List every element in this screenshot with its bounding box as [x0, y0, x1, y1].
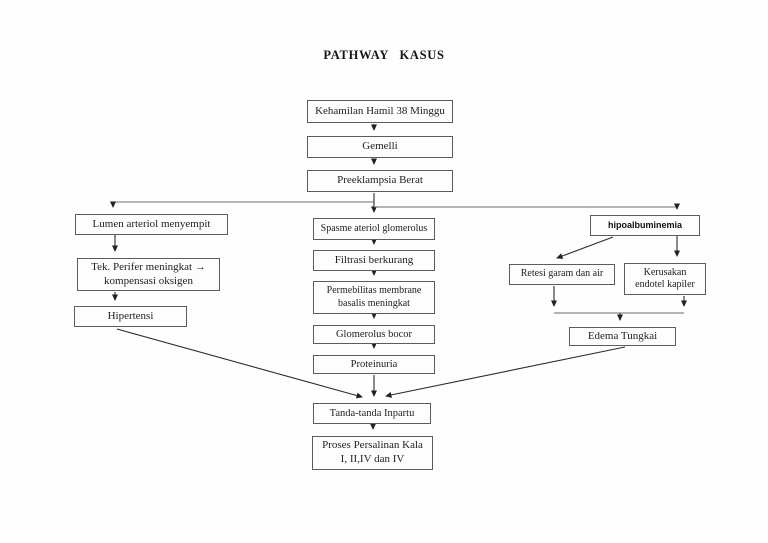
node-filtrasi: Filtrasi berkurang	[313, 250, 435, 271]
node-kerusakan-line1: Kerusakan	[643, 266, 687, 278]
node-lumen-label: Lumen arteriol menyempit	[92, 217, 211, 230]
node-edema-label: Edema Tungkai	[587, 329, 658, 342]
node-lumen: Lumen arteriol menyempit	[75, 214, 228, 235]
node-glomerolus-label: Glomerolus bocor	[335, 328, 413, 340]
node-hipoalbuminemia-label: hipoalbuminemia	[607, 219, 682, 230]
node-glomerolus: Glomerolus bocor	[313, 325, 435, 344]
node-kerusakan: Kerusakan endotel kapiler	[624, 263, 706, 295]
node-gemelli: Gemelli	[307, 136, 453, 158]
node-spasme-label: Spasme ateriol glomerolus	[320, 222, 428, 234]
node-retesi-label: Retesi garam dan air	[520, 268, 604, 280]
node-permebilitas-line1: Permebilitas membrane	[326, 285, 422, 296]
node-retesi: Retesi garam dan air	[509, 264, 615, 285]
node-proteinuria-label: Proteinuria	[350, 358, 398, 370]
node-proses-line1: Proses Persalinan Kala	[322, 439, 423, 452]
arrow-branch-right-hipoalbuminemia	[374, 203, 680, 210]
node-tek-perifer: Tek. Perifer meningkat → kompensasi oksi…	[77, 258, 220, 291]
node-hipertensi-label: Hipertensi	[107, 309, 154, 322]
node-gemelli-label: Gemelli	[362, 140, 398, 153]
node-tanda: Tanda-tanda Inpartu	[313, 403, 431, 424]
node-hipoalbuminemia: hipoalbuminemia	[590, 215, 700, 236]
node-kehamilan-label: Kehamilan Hamil 38 Minggu	[315, 104, 445, 117]
node-tek-perifer-line2: kompensasi oksigen	[104, 274, 193, 287]
node-preeklampsia-label: Preeklampsia Berat	[337, 174, 423, 187]
node-edema: Edema Tungkai	[569, 327, 676, 346]
node-spasme: Spasme ateriol glomerolus	[313, 218, 435, 240]
arrow-hipoalbuminemia-retesi	[556, 236, 614, 259]
arrow-branch-left-lumen	[110, 201, 374, 208]
node-permebilitas-line2: basalis meningkat	[338, 297, 410, 309]
node-kehamilan: Kehamilan Hamil 38 Minggu	[307, 100, 453, 123]
node-hipertensi: Hipertensi	[74, 306, 187, 327]
node-tanda-label: Tanda-tanda Inpartu	[329, 407, 415, 419]
node-tek-perifer-line1: Tek. Perifer meningkat →	[91, 260, 206, 273]
node-filtrasi-label: Filtrasi berkurang	[334, 253, 414, 266]
node-permebilitas: Permebilitas membrane basalis meningkat	[313, 281, 435, 314]
page-title: PATHWAY KASUS	[323, 48, 445, 62]
node-preeklampsia: Preeklampsia Berat	[307, 170, 453, 192]
node-proses: Proses Persalinan Kala I, II,IV dan IV	[312, 436, 433, 470]
node-proses-line2: I, II,IV dan IV	[340, 453, 405, 465]
node-proteinuria: Proteinuria	[313, 355, 435, 374]
node-kerusakan-line2: endotel kapiler	[635, 279, 695, 290]
